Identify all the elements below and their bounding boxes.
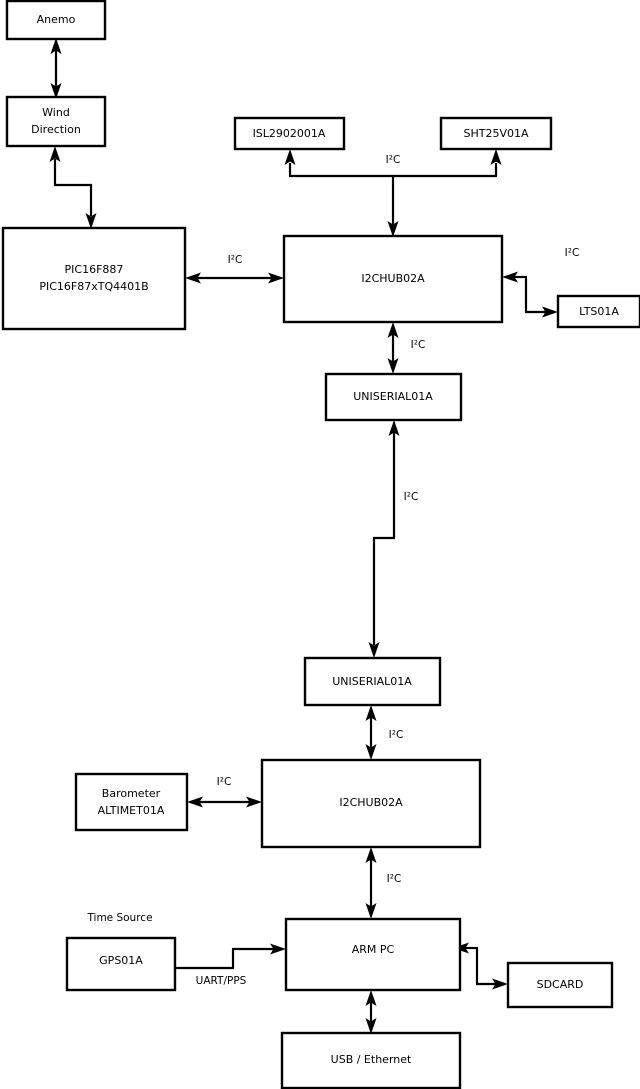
node-sdcard[interactable]: SDCARD <box>506 961 614 1009</box>
edge-anemo-wind-direction <box>50 38 62 99</box>
arrow-head-down <box>368 642 380 658</box>
node-label-usb-ethernet: USB / Ethernet <box>331 1053 412 1066</box>
arrow-head-down <box>365 1018 377 1034</box>
edge-armpc-usb-ethernet <box>365 990 377 1034</box>
arrow-head-up <box>365 990 377 1006</box>
node-label-i2chub02a-bottom: I2CHUB02A <box>339 796 403 809</box>
node-label-arm-pc: ARM PC <box>352 943 395 956</box>
edge-label-i2c-hub2-armpc: I²C <box>387 873 402 885</box>
edge-label-uart-pps: UART/PPS <box>196 975 247 987</box>
edge-hub-bottom-armpc: I²C <box>365 847 402 919</box>
node-uniserial01a-top[interactable]: UNISERIAL01A <box>324 372 463 422</box>
arrow-head-down <box>387 358 399 374</box>
node-i2chub02a-top[interactable]: I2CHUB02A <box>282 234 504 324</box>
edge-label-i2c-hub-lts: I²C <box>565 247 580 259</box>
node-label-pic-line1: PIC16F887 <box>65 263 124 276</box>
edge-hub-top-sensors: I²C <box>284 149 502 237</box>
node-barometer[interactable]: Barometer ALTIMET01A <box>74 772 189 832</box>
edge-label-i2c-barometer-hub2: I²C <box>217 776 232 788</box>
node-label-wind-direction-line2: Direction <box>31 123 81 136</box>
arrow-head-right <box>542 306 558 318</box>
node-label-lts01a: LTS01A <box>579 305 619 318</box>
arrow-head-down <box>85 213 97 229</box>
arrow-head-left <box>187 796 203 808</box>
edge-hub-top-lts: I²C <box>502 247 579 318</box>
node-pic16f887[interactable]: PIC16F887 PIC16F87xTQ4401B <box>1 226 187 331</box>
arrow-head-down <box>50 83 62 99</box>
node-gps01a[interactable]: GPS01A <box>65 936 177 992</box>
edge-armpc-sdcard <box>453 942 508 990</box>
label-time-source: Time Source <box>86 912 152 924</box>
node-label-wind-direction-line1: Wind <box>42 106 70 119</box>
edge-wind-direction-pic <box>49 146 97 229</box>
node-i2chub02a-bottom[interactable]: I2CHUB02A <box>260 758 482 849</box>
node-isl2902001a[interactable]: ISL2902001A <box>233 116 346 151</box>
arrow-head-right <box>246 796 262 808</box>
arrow-head-up <box>49 146 61 162</box>
node-label-isl2902001a: ISL2902001A <box>253 127 326 140</box>
node-label-barometer-line1: Barometer <box>102 787 161 800</box>
edge-label-i2c-pic-hub: I²C <box>228 254 243 266</box>
edge-barometer-hub-bottom: I²C <box>187 776 262 808</box>
arrow-head-up <box>387 322 399 338</box>
arrow-head-up <box>365 847 377 863</box>
edge-gps-armpc: UART/PPS <box>175 943 286 987</box>
arrow-head-right <box>492 978 508 990</box>
node-label-uniserial01a-bottom: UNISERIAL01A <box>332 675 412 688</box>
arrow-head-down-hub <box>387 221 399 237</box>
arrow-head-up <box>50 38 62 54</box>
edge-label-i2c-hub-uniserial: I²C <box>411 339 426 351</box>
node-label-barometer-line2: ALTIMET01A <box>98 804 165 817</box>
node-label-gps01a: GPS01A <box>99 954 143 967</box>
node-arm-pc[interactable]: ARM PC <box>284 917 462 992</box>
edge-label-i2c-uniserial-link: I²C <box>404 491 419 503</box>
edge-label-i2c-hub-sensors: I²C <box>386 154 401 166</box>
node-wind-direction[interactable]: Wind Direction <box>5 95 107 148</box>
node-label-sht25v01a: SHT25V01A <box>463 127 528 140</box>
edge-uniserial-link: I²C <box>368 420 419 658</box>
arrow-head-up-isl <box>284 149 296 165</box>
arrow-head-down <box>365 903 377 919</box>
node-lts01a[interactable]: LTS01A <box>556 294 640 329</box>
edge-uniserial-bottom-hub-bottom: I²C <box>365 705 404 760</box>
edge-hub-top-uniserial-top: I²C <box>387 322 426 374</box>
node-usb-ethernet[interactable]: USB / Ethernet <box>280 1031 462 1089</box>
arrow-head-right <box>270 943 286 955</box>
node-label-i2chub02a-top: I2CHUB02A <box>361 272 425 285</box>
arrow-head-left <box>185 272 201 284</box>
arrow-head-up <box>365 705 377 721</box>
edge-label-i2c-uniserial-hub2: I²C <box>389 729 404 741</box>
arrow-head-left <box>502 271 518 283</box>
node-label-uniserial01a-top: UNISERIAL01A <box>353 390 433 403</box>
node-uniserial01a-bottom[interactable]: UNISERIAL01A <box>303 656 442 707</box>
edge-pic-hub-top: I²C <box>185 254 284 284</box>
arrow-head-up-sht <box>490 149 502 165</box>
arrow-head-down <box>365 744 377 760</box>
node-label-pic-line2: PIC16F87xTQ4401B <box>39 280 148 293</box>
arrow-head-right <box>268 272 284 284</box>
node-anemo[interactable]: Anemo <box>5 0 107 41</box>
node-label-anemo: Anemo <box>37 13 76 26</box>
node-label-sdcard: SDCARD <box>537 978 584 991</box>
node-sht25v01a[interactable]: SHT25V01A <box>439 116 553 151</box>
arrow-head-up <box>388 420 400 436</box>
